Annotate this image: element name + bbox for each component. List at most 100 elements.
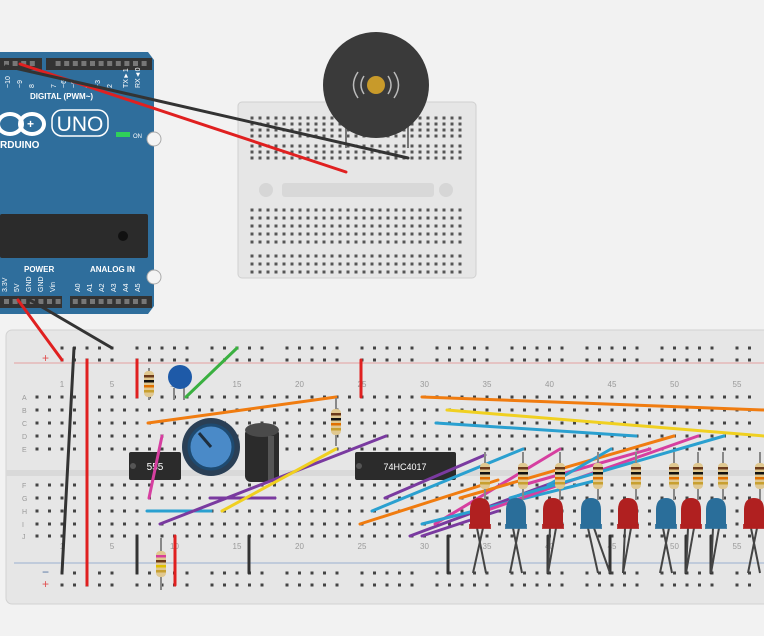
rail-hole xyxy=(260,346,264,350)
terminal-hole xyxy=(285,496,289,500)
row-letter: G xyxy=(22,496,27,503)
column-number: 30 xyxy=(420,542,429,551)
resistor[interactable] xyxy=(755,452,764,500)
orange-wire[interactable] xyxy=(458,434,676,500)
terminal-hole xyxy=(585,496,589,500)
mini-hole xyxy=(298,262,302,266)
terminal-hole xyxy=(523,395,526,399)
header-pin xyxy=(55,299,61,304)
resistors[interactable] xyxy=(144,368,764,590)
led[interactable] xyxy=(743,498,764,574)
led[interactable] xyxy=(617,498,639,574)
resistor[interactable] xyxy=(555,452,565,500)
blue-wire[interactable] xyxy=(370,447,525,513)
mini-hole xyxy=(402,144,406,148)
resistor[interactable] xyxy=(518,452,528,500)
terminal-hole xyxy=(748,447,751,451)
magenta-wire[interactable] xyxy=(147,434,164,500)
resistor[interactable] xyxy=(331,398,341,446)
yellow-wire[interactable] xyxy=(220,447,338,513)
rail-hole xyxy=(548,346,551,350)
purple-wire[interactable] xyxy=(383,453,487,500)
rail-hole xyxy=(748,571,751,575)
rail-hole xyxy=(735,346,739,350)
mini-hole xyxy=(258,208,262,212)
mini-hole xyxy=(354,224,358,228)
mini-hole xyxy=(314,240,318,244)
resistor[interactable] xyxy=(593,452,603,500)
resistor[interactable] xyxy=(631,452,641,500)
rail-hole xyxy=(635,346,639,350)
mini-hole xyxy=(266,134,270,138)
mini-hole xyxy=(370,208,374,212)
mini-hole xyxy=(370,150,374,154)
purple-wire[interactable] xyxy=(158,434,388,526)
resistor[interactable] xyxy=(718,452,728,500)
rail-hole xyxy=(298,583,301,587)
led[interactable] xyxy=(680,498,702,574)
mini-hole xyxy=(258,144,262,148)
rail-hole xyxy=(523,583,526,587)
magenta-wire[interactable] xyxy=(521,447,652,487)
orange-wire[interactable] xyxy=(420,395,764,412)
mini-hole xyxy=(322,270,326,274)
electrolytic-capacitor[interactable] xyxy=(245,423,279,482)
rail-hole xyxy=(623,358,626,362)
terminal-hole xyxy=(135,509,139,513)
terminal-hole xyxy=(348,421,351,425)
terminal-hole xyxy=(98,447,101,451)
resistor[interactable] xyxy=(669,452,679,500)
led[interactable] xyxy=(469,498,491,574)
orange-wire[interactable] xyxy=(146,395,338,425)
red-wire[interactable] xyxy=(16,298,64,362)
orange-wire[interactable] xyxy=(358,478,500,526)
resistor[interactable] xyxy=(693,452,703,500)
wires[interactable] xyxy=(4,62,764,587)
resistor[interactable] xyxy=(144,368,154,400)
column-number: 45 xyxy=(608,380,617,389)
led[interactable] xyxy=(542,498,564,574)
leds[interactable] xyxy=(469,498,764,574)
blue-wire[interactable] xyxy=(508,434,726,500)
led[interactable] xyxy=(580,498,611,574)
blue-wire[interactable] xyxy=(434,421,638,438)
terminal-hole xyxy=(448,496,451,500)
led[interactable] xyxy=(505,498,527,574)
terminal-hole xyxy=(510,421,514,425)
counter-chip-74hc4017[interactable]: 74HC4017 xyxy=(355,452,456,480)
terminal-hole xyxy=(298,421,301,425)
terminal-hole xyxy=(285,447,289,451)
terminal-hole xyxy=(585,447,589,451)
mini-hole xyxy=(442,144,446,148)
mini-hole xyxy=(338,240,342,244)
potentiometer[interactable] xyxy=(182,418,240,476)
mini-hole xyxy=(442,122,446,126)
mini-hole xyxy=(386,270,390,274)
piezo-buzzer[interactable] xyxy=(323,32,429,148)
led[interactable] xyxy=(705,498,727,574)
rail-hole xyxy=(373,571,376,575)
mini-hole xyxy=(298,216,302,220)
terminal-hole xyxy=(35,509,39,513)
terminal-hole xyxy=(73,534,76,538)
mini-hole xyxy=(298,224,302,228)
resistor[interactable] xyxy=(480,452,490,500)
terminal-hole xyxy=(435,509,439,513)
black-wire[interactable] xyxy=(28,298,114,350)
terminal-hole xyxy=(523,421,526,425)
mini-hole xyxy=(274,150,278,154)
rail-hole xyxy=(85,346,89,350)
arduino-uno-board[interactable]: + UNO RDUINO ON DIGITAL (PWM~) POWER ANA… xyxy=(0,52,162,314)
black-wire[interactable] xyxy=(60,346,76,575)
mini-hole xyxy=(290,156,294,160)
led[interactable] xyxy=(655,498,677,574)
ceramic-capacitor[interactable] xyxy=(168,365,192,400)
terminal-hole xyxy=(498,522,501,526)
column-number: 15 xyxy=(233,542,242,551)
yellow-wire[interactable] xyxy=(445,408,764,438)
resistor[interactable] xyxy=(156,538,166,590)
mini-hole xyxy=(274,232,278,236)
green-wire[interactable] xyxy=(184,346,239,399)
mini-hole xyxy=(306,262,310,266)
black-wire[interactable] xyxy=(4,64,410,160)
